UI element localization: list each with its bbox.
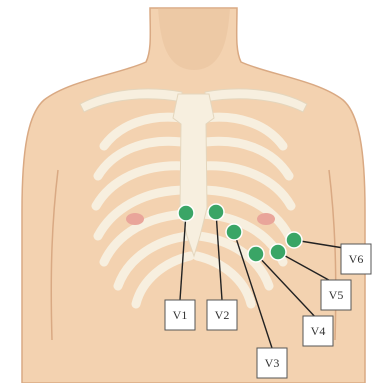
- label-v1-text: V1: [173, 308, 188, 322]
- label-v5-text: V5: [329, 288, 344, 302]
- label-v3-text: V3: [265, 356, 280, 370]
- electrode-v4: [248, 246, 264, 262]
- electrode-v3: [226, 224, 242, 240]
- label-v4-text: V4: [311, 324, 326, 338]
- nipple-left: [126, 213, 144, 225]
- label-v2: V2: [207, 300, 237, 330]
- label-v6-text: V6: [349, 252, 364, 266]
- label-v4: V4: [303, 316, 333, 346]
- nipple-right: [257, 213, 275, 225]
- electrode-v2: [208, 204, 224, 220]
- electrode-v6: [286, 232, 302, 248]
- label-v3: V3: [257, 348, 287, 378]
- electrode-v1: [178, 205, 194, 221]
- label-v1: V1: [165, 300, 195, 330]
- label-v2-text: V2: [215, 308, 230, 322]
- label-v5: V5: [321, 280, 351, 310]
- label-v6: V6: [341, 244, 371, 274]
- electrode-v5: [270, 244, 286, 260]
